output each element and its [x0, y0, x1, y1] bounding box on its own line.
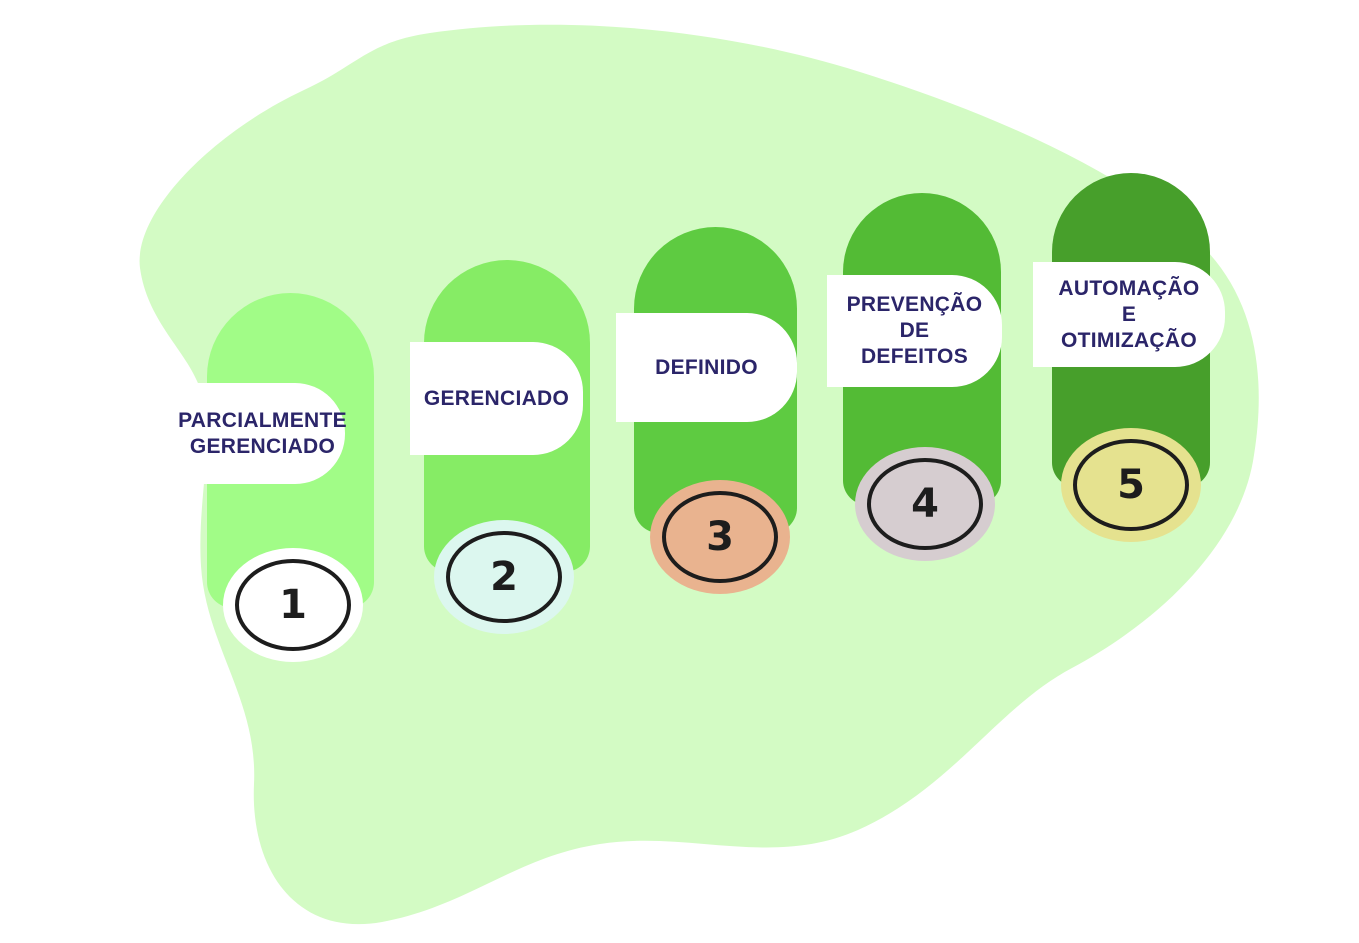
level-1-label-card: PARCIALMENTE GERENCIADO — [120, 383, 347, 484]
level-3-number: 3 — [706, 514, 734, 560]
level-3-label-card: DEFINIDO — [616, 313, 797, 422]
level-4-circle-ring: 4 — [867, 458, 983, 550]
level-3-circle: 3 — [650, 480, 790, 594]
level-2-label: GERENCIADO — [423, 386, 570, 410]
level-5-label: AUTOMAÇÃO E OTIMIZAÇÃO — [1058, 276, 1200, 352]
level-5-label-card: AUTOMAÇÃO E OTIMIZAÇÃO — [1033, 262, 1225, 367]
level-4-number: 4 — [911, 481, 939, 527]
level-5-number: 5 — [1117, 462, 1145, 508]
level-2-circle-ring: 2 — [446, 531, 562, 623]
level-5-circle: 5 — [1061, 428, 1201, 542]
level-1-number: 1 — [279, 582, 307, 628]
level-1-circle: 1 — [223, 548, 363, 662]
level-2-label-card: GERENCIADO — [410, 342, 583, 455]
level-4-circle: 4 — [855, 447, 995, 561]
level-4-label: PREVENÇÃO DE DEFEITOS — [846, 293, 983, 368]
level-4-label-card: PREVENÇÃO DE DEFEITOS — [827, 275, 1002, 387]
level-1-circle-ring: 1 — [235, 559, 351, 651]
level-1-label: PARCIALMENTE GERENCIADO — [178, 408, 347, 458]
level-3-circle-ring: 3 — [662, 491, 778, 583]
level-5-circle-ring: 5 — [1073, 439, 1189, 531]
level-2-number: 2 — [490, 554, 518, 600]
level-2-circle: 2 — [434, 520, 574, 634]
level-3-label: DEFINIDO — [655, 355, 758, 379]
